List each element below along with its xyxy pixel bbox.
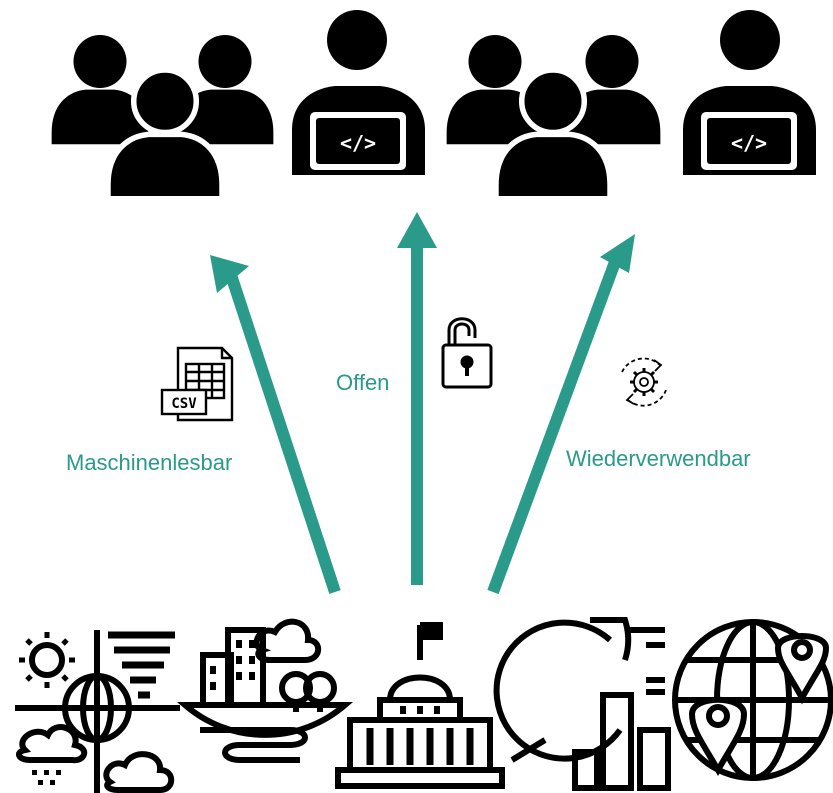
arrow-wiederverwendbar xyxy=(487,234,635,595)
label-maschinenlesbar: Maschinenlesbar xyxy=(66,450,233,475)
developer-laptop-icon: </> xyxy=(292,10,425,175)
weather-climate-icon xyxy=(15,630,180,793)
open-lock-icon xyxy=(441,317,493,389)
label-wiederverwendbar: Wiederverwendbar xyxy=(566,446,751,471)
reuse-gear-icon xyxy=(621,357,667,407)
code-glyph: </> xyxy=(731,131,767,155)
label-offen: Offen xyxy=(336,370,390,395)
user-group-icon xyxy=(51,35,274,199)
code-glyph: </> xyxy=(340,131,376,155)
csv-text: CSV xyxy=(171,396,197,412)
user-group-icon xyxy=(446,35,661,199)
arrow-offen xyxy=(397,212,437,585)
csv-file-icon: CSV xyxy=(160,346,234,422)
globe-location-icon xyxy=(672,619,833,781)
arrow-maschinenlesbar xyxy=(210,255,341,594)
government-building-icon xyxy=(335,622,505,789)
statistics-chart-icon xyxy=(493,617,671,791)
developer-laptop-icon: </> xyxy=(683,10,816,175)
city-environment-icon xyxy=(176,618,354,763)
